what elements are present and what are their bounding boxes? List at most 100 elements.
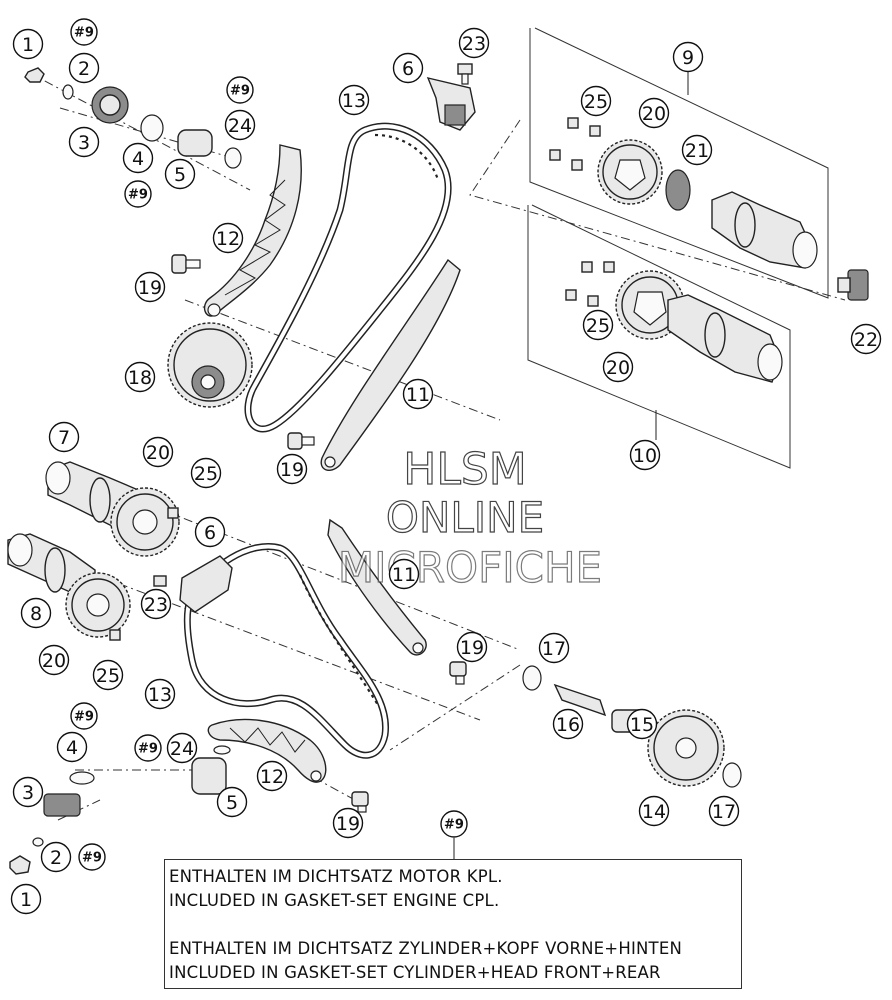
callout-number: #9 bbox=[444, 818, 464, 833]
callout-circle bbox=[190, 457, 222, 489]
callout-c9box: 9 bbox=[672, 41, 704, 73]
callout-circle bbox=[20, 597, 52, 629]
callout-number: 20 bbox=[146, 442, 170, 464]
callout-number: 5 bbox=[226, 792, 238, 814]
callout-number: 4 bbox=[132, 148, 144, 170]
callout-c3b: 3 bbox=[12, 776, 44, 808]
callout-c7: 7 bbox=[48, 421, 80, 453]
callout-number: 6 bbox=[204, 522, 216, 544]
tensioner-piston-5-upper bbox=[177, 129, 213, 157]
callout-number: 10 bbox=[633, 445, 657, 467]
callout-c9e: #9 bbox=[134, 734, 162, 762]
callout-c24b: 24 bbox=[166, 732, 198, 764]
cam-gear-upper-exhaust bbox=[615, 270, 685, 340]
callout-number: 9 bbox=[682, 47, 694, 69]
sprocket-18 bbox=[167, 322, 253, 408]
callout-c22: 22 bbox=[850, 323, 882, 355]
callout-circle bbox=[552, 708, 584, 740]
callout-number: 13 bbox=[342, 90, 366, 112]
o-ring-24-upper bbox=[224, 147, 242, 169]
callout-c9f: #9 bbox=[78, 843, 106, 871]
callout-circle bbox=[12, 28, 44, 60]
callout-number: 6 bbox=[402, 58, 414, 80]
callout-circle bbox=[602, 351, 634, 383]
callout-circle bbox=[56, 731, 88, 763]
callout-circle bbox=[458, 27, 490, 59]
callout-circle bbox=[212, 222, 244, 254]
assembly-box-9 bbox=[529, 27, 829, 299]
callout-c20c: 20 bbox=[142, 436, 174, 468]
callout-number: 25 bbox=[96, 665, 120, 687]
callout-number: 25 bbox=[584, 91, 608, 113]
callout-number: 7 bbox=[58, 427, 70, 449]
callout-circle bbox=[850, 323, 882, 355]
callout-c3a: 3 bbox=[68, 126, 100, 158]
callout-number: 23 bbox=[144, 594, 168, 616]
callout-number: 19 bbox=[138, 277, 162, 299]
callout-c9note: #9 bbox=[440, 810, 468, 838]
callout-number: 4 bbox=[66, 737, 78, 759]
callout-c8: 8 bbox=[20, 597, 52, 629]
nut-1-lower bbox=[9, 855, 31, 875]
callout-c18: 18 bbox=[124, 361, 156, 393]
bolt-23-upper bbox=[457, 63, 473, 85]
callout-number: 11 bbox=[406, 384, 430, 406]
gasket-set-note bbox=[164, 859, 742, 989]
callout-number: 15 bbox=[630, 714, 654, 736]
callout-number: 5 bbox=[174, 164, 186, 186]
callout-c11b: 11 bbox=[388, 558, 420, 590]
callout-labels: 123456#9#9#9#9#9#99101111121213131415161… bbox=[10, 18, 882, 915]
callout-number: 3 bbox=[78, 132, 90, 154]
callout-number: 14 bbox=[642, 801, 666, 823]
callout-circle bbox=[638, 97, 670, 129]
callout-c1a: 1 bbox=[12, 28, 44, 60]
callout-number: 17 bbox=[542, 638, 566, 660]
callout-number: #9 bbox=[138, 742, 158, 757]
callout-c23b: 23 bbox=[140, 588, 172, 620]
callout-number: 23 bbox=[462, 33, 486, 55]
callout-c4a: 4 bbox=[122, 142, 154, 174]
callout-c10: 10 bbox=[629, 439, 661, 471]
callout-c25a: 25 bbox=[580, 85, 612, 117]
callout-circle bbox=[48, 421, 80, 453]
bolt-19-a bbox=[171, 254, 201, 274]
callout-circle bbox=[638, 795, 670, 827]
callout-number: 18 bbox=[128, 367, 152, 389]
bolts-upper-box bbox=[549, 117, 601, 171]
callout-number: 3 bbox=[22, 782, 34, 804]
callout-circle bbox=[38, 644, 70, 676]
plug-3-upper bbox=[91, 86, 129, 124]
bolt-23-lower bbox=[153, 575, 167, 587]
callout-c9b: #9 bbox=[124, 180, 152, 208]
tensioner-rail-lower bbox=[207, 718, 327, 783]
callout-number: 20 bbox=[642, 103, 666, 125]
callout-circle bbox=[276, 453, 308, 485]
callout-number: 20 bbox=[606, 357, 630, 379]
callout-circle bbox=[672, 41, 704, 73]
callout-c2b: 2 bbox=[40, 841, 72, 873]
chain-tensioner-lower bbox=[179, 555, 233, 613]
cam-gear-20-lower-a bbox=[110, 487, 180, 557]
callout-circle bbox=[134, 271, 166, 303]
callout-c17b: 17 bbox=[708, 795, 740, 827]
callout-c21: 21 bbox=[681, 134, 713, 166]
callout-number: #9 bbox=[82, 851, 102, 866]
callout-c19c: 19 bbox=[456, 631, 488, 663]
callout-circle bbox=[164, 158, 196, 190]
callout-c6a: 6 bbox=[392, 52, 424, 84]
callout-number: 16 bbox=[556, 714, 580, 736]
callout-number: 8 bbox=[30, 603, 42, 625]
callout-c25b: 25 bbox=[582, 309, 614, 341]
callout-circle bbox=[456, 631, 488, 663]
bolt-19-d bbox=[351, 791, 369, 813]
callout-c9c: #9 bbox=[226, 76, 254, 104]
callout-circle bbox=[124, 361, 156, 393]
callout-number: 12 bbox=[260, 766, 284, 788]
callout-circle bbox=[626, 708, 658, 740]
chain-tensioner-upper bbox=[426, 77, 476, 131]
o-ring-4-upper bbox=[140, 114, 164, 142]
callout-c14: 14 bbox=[638, 795, 670, 827]
plug-3-lower bbox=[43, 793, 81, 817]
callout-number: 25 bbox=[586, 315, 610, 337]
timing-chain-lower bbox=[183, 543, 390, 759]
